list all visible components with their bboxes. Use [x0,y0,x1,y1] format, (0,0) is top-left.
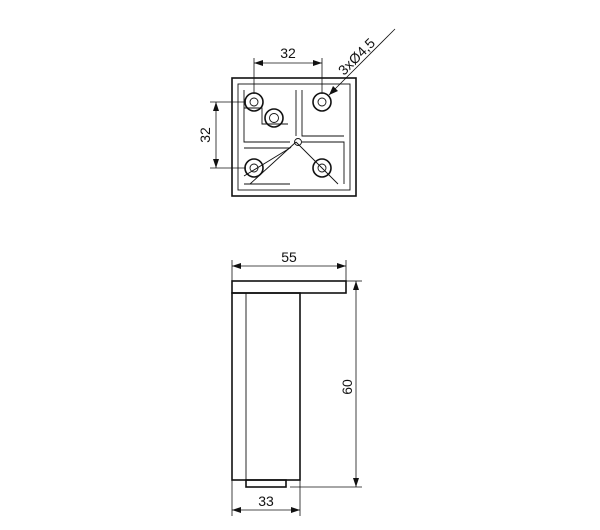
dim-hole-spacing-vertical-label: 32 [197,127,213,143]
hole-callout-label: 3xØ4,5 [335,35,378,78]
leg-top-plate [231,280,347,294]
mounting-hole [312,92,332,112]
top-view: 32 32 3xØ4,5 [197,28,396,197]
dim-total-height: 60 [290,280,362,488]
dim-leg-width-label: 33 [258,493,274,509]
dim-hole-spacing-horizontal: 32 [253,45,323,94]
dim-total-height-label: 60 [339,379,355,395]
side-view: 55 60 33 [231,249,362,516]
dim-hole-spacing-vertical: 32 [197,101,246,169]
dim-hole-spacing-horizontal-label: 32 [280,45,296,61]
mounting-hole [244,158,264,178]
dim-plate-width-label: 55 [281,249,297,265]
leg-foot [245,479,287,488]
plate-ribs [243,90,345,185]
center-boss [264,108,284,128]
rib-junction [294,138,302,146]
plate-inner-outline [237,83,351,191]
plate-outline [231,77,357,197]
hole-callout: 3xØ4,5 [328,28,396,96]
mounting-hole [312,158,332,178]
dim-leg-width: 33 [231,480,301,516]
dim-plate-width: 55 [231,249,347,281]
leg-body [231,292,301,481]
